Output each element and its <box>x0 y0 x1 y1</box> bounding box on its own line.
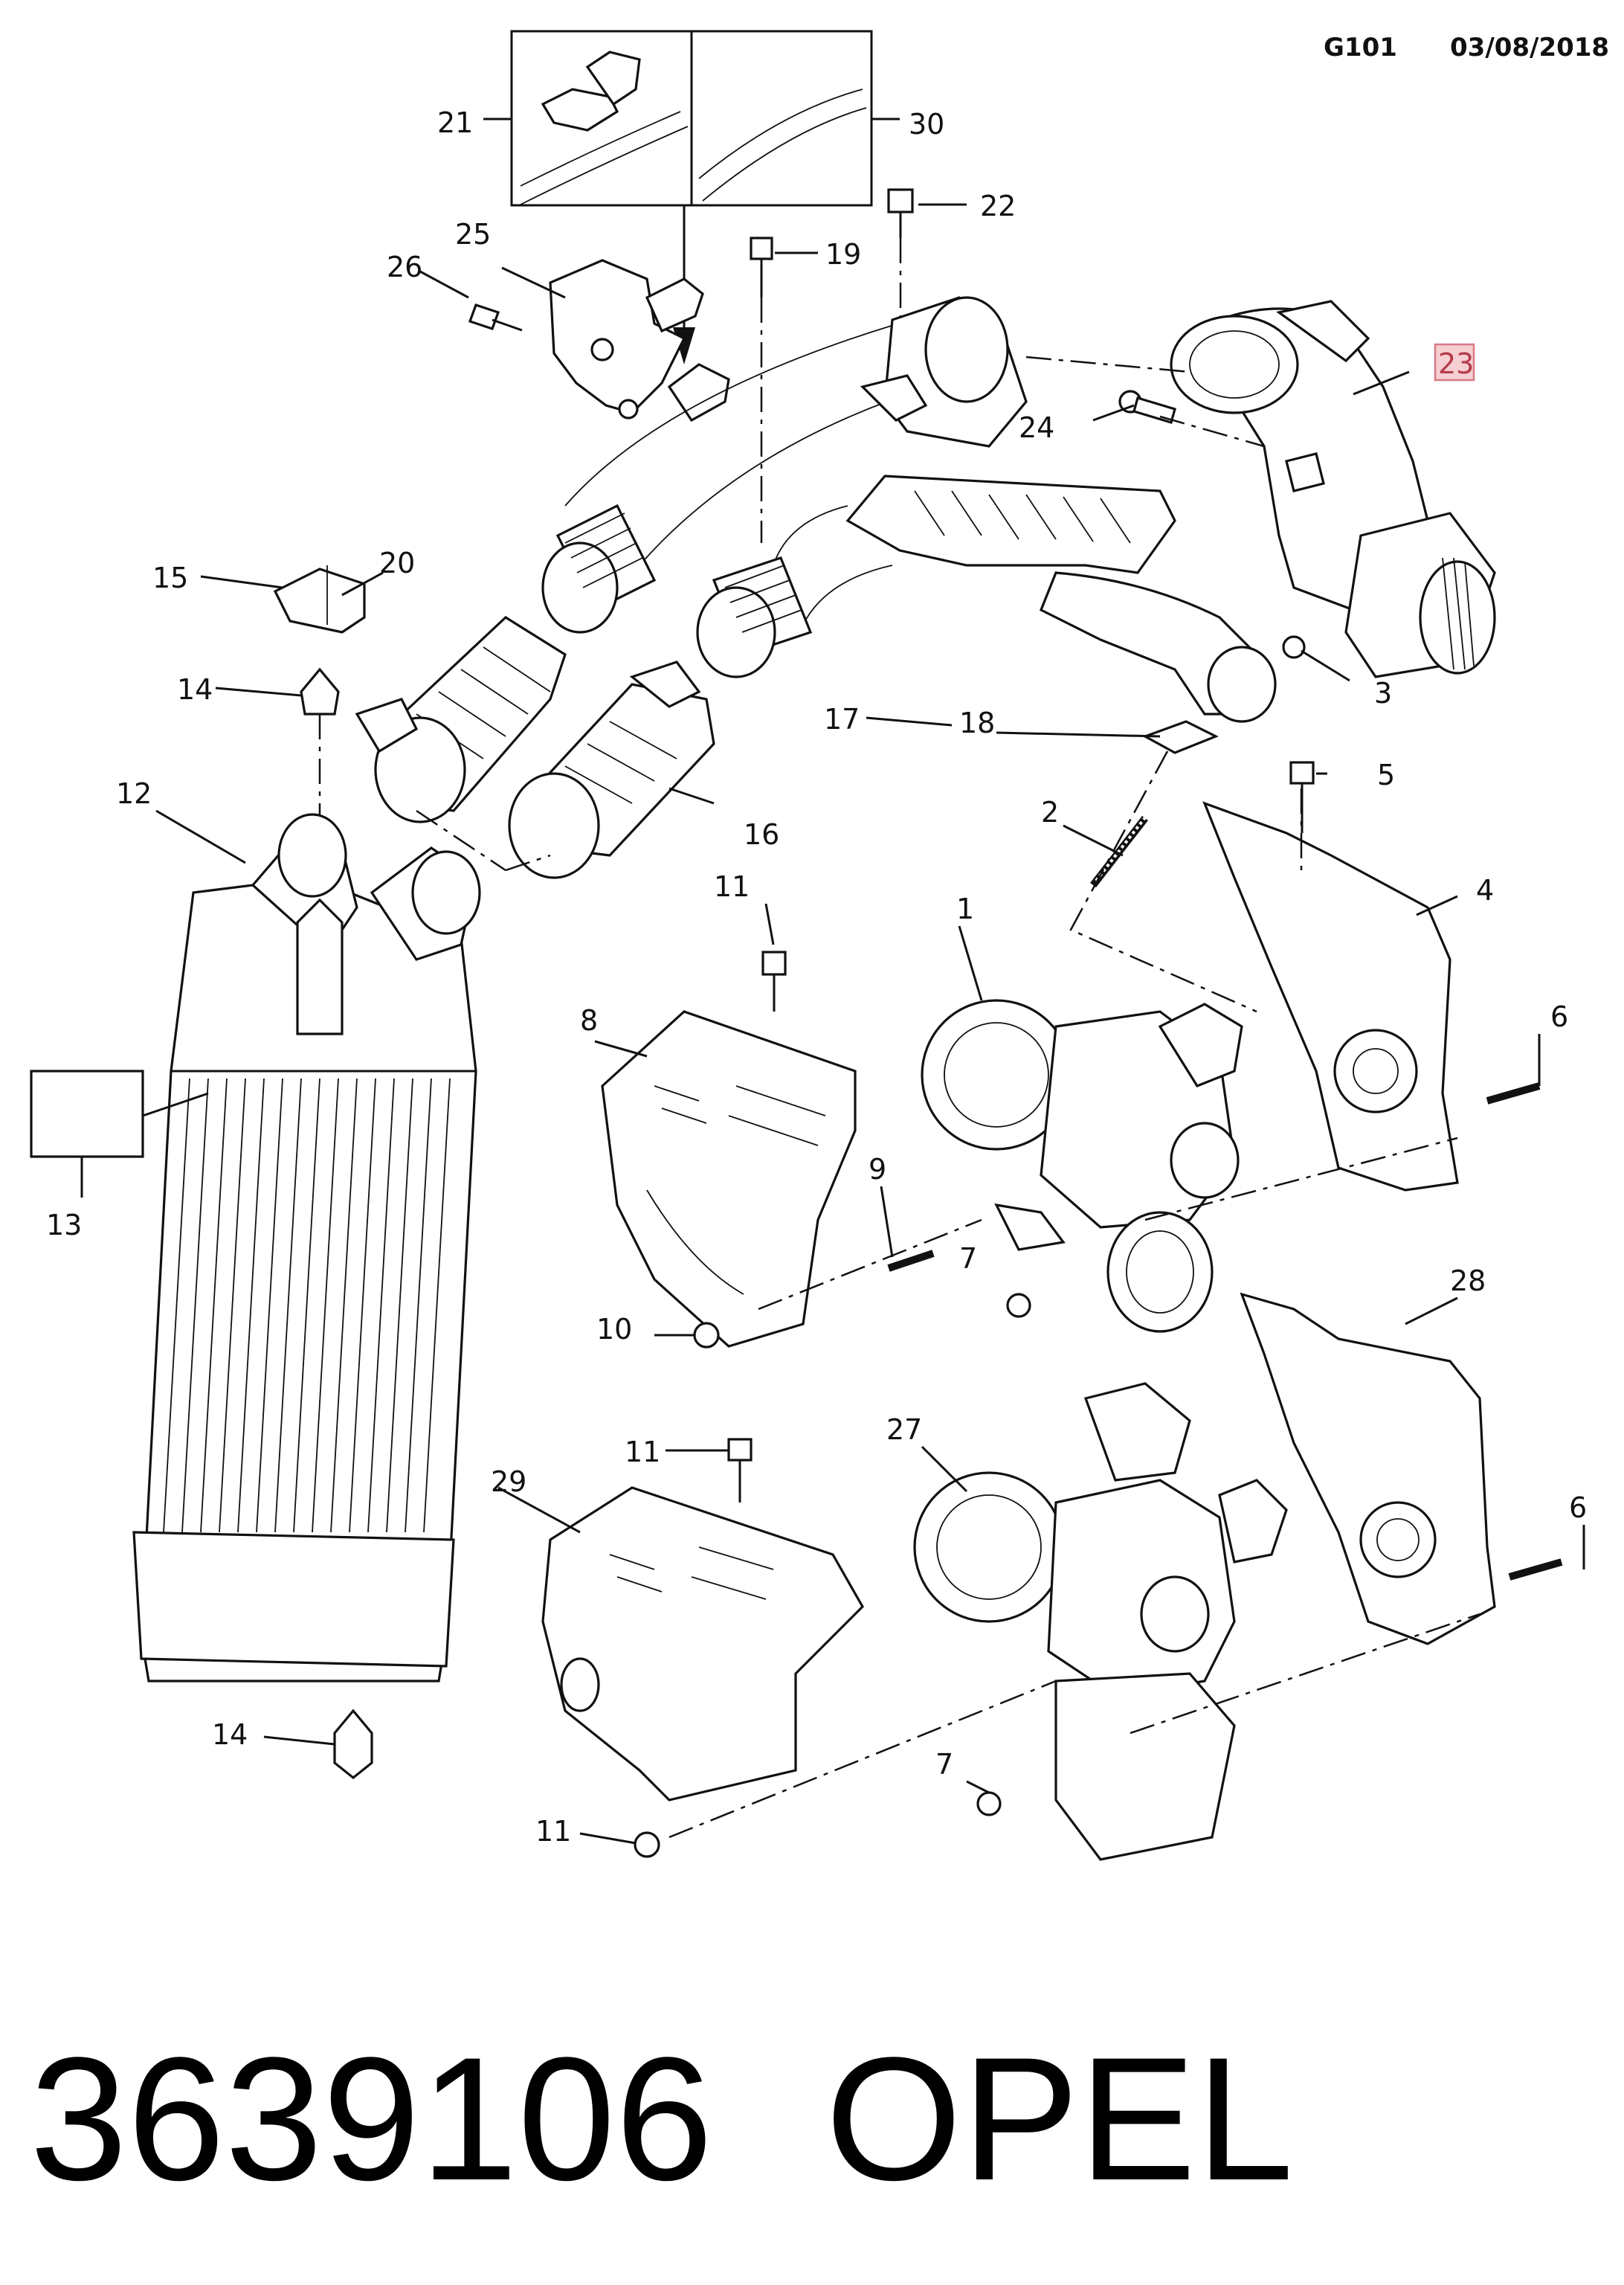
callout-14-lower: 14 <box>212 1718 248 1751</box>
callout-13: 13 <box>46 1209 82 1241</box>
callout-26: 26 <box>387 251 422 283</box>
part-17-charge-pipe <box>696 475 1277 723</box>
stud-9 <box>887 1250 935 1272</box>
header-date: 03/08/2018 <box>1450 33 1609 62</box>
leader-lines <box>80 203 1585 1845</box>
callout-17: 17 <box>824 703 860 736</box>
hose-20 <box>355 615 567 823</box>
footer-part-number: 3639106 <box>30 2021 713 2217</box>
callout-25: 25 <box>455 218 491 251</box>
callout-18: 18 <box>959 707 995 739</box>
bolt-19 <box>750 237 773 543</box>
part-25-pressure-sensor <box>549 259 704 420</box>
clip-21 <box>667 363 730 422</box>
footer-brand: OPEL <box>825 2021 1294 2217</box>
callout-22: 22 <box>980 190 1016 222</box>
callout-28: 28 <box>1450 1264 1486 1297</box>
callout-7-upper: 7 <box>959 1242 977 1275</box>
part-30-pipe <box>541 296 1028 634</box>
bolt-11-lower <box>634 1831 660 1858</box>
callout-29: 29 <box>491 1465 526 1498</box>
stud-6-upper <box>1486 1082 1541 1105</box>
bolt-26 <box>468 303 523 332</box>
label-plate-13 <box>30 1070 144 1158</box>
callout-11-middle: 11 <box>625 1436 660 1468</box>
part-1-turbocharger <box>921 999 1243 1333</box>
highlight-box-23 <box>1434 343 1475 382</box>
callout-7-lower: 7 <box>935 1748 953 1781</box>
grommet-14-upper <box>300 667 340 907</box>
callout-20: 20 <box>379 547 415 579</box>
part-4-heat-shield <box>1202 801 1459 1192</box>
header-code: G101 <box>1324 33 1397 62</box>
callout-24: 24 <box>1019 411 1054 444</box>
nut-7-upper <box>1006 1293 1031 1318</box>
part-8-heat-shield <box>601 1010 857 1348</box>
part-12-intercooler <box>132 813 481 1683</box>
callout-5: 5 <box>1377 759 1395 791</box>
assembly-lines <box>416 356 1480 1839</box>
bolt-24 <box>1118 390 1176 425</box>
callout-11-lower: 11 <box>535 1815 571 1848</box>
callout-30: 30 <box>909 108 944 141</box>
callout-16: 16 <box>744 818 779 851</box>
callout-2: 2 <box>1041 796 1059 829</box>
bolt-11-middle <box>727 1438 753 1503</box>
stud-6-lower <box>1508 1558 1563 1581</box>
callout-9: 9 <box>869 1153 886 1186</box>
callout-23: 23 <box>1438 347 1474 380</box>
callout-15: 15 <box>152 562 188 594</box>
callout-10: 10 <box>596 1313 632 1346</box>
callout-14-upper: 14 <box>177 673 213 706</box>
bolt-3 <box>1282 635 1306 659</box>
callout-6-lower: 6 <box>1569 1491 1587 1524</box>
part-29-heat-shield <box>541 1486 864 1802</box>
callout-11-upper: 11 <box>714 870 750 903</box>
nut-10 <box>693 1322 720 1349</box>
part-28-heat-shield <box>1240 1292 1496 1645</box>
part-27-turbocharger <box>913 1382 1288 1861</box>
callout-1: 1 <box>956 893 974 925</box>
grommet-14-lower <box>333 1709 373 1780</box>
callout-27: 27 <box>886 1413 922 1446</box>
nut-7-lower <box>976 1791 1002 1816</box>
hose-16 <box>508 661 715 879</box>
callout-6-upper: 6 <box>1550 1000 1568 1033</box>
callout-12: 12 <box>116 777 152 810</box>
callout-8: 8 <box>580 1004 598 1037</box>
callout-19: 19 <box>825 238 861 271</box>
callout-3: 3 <box>1374 677 1392 710</box>
gasket-18 <box>1142 720 1219 754</box>
clip-15 <box>273 565 366 634</box>
part-23-intake-elbow <box>1170 300 1496 678</box>
bolt-11-upper <box>761 951 787 1012</box>
callout-21: 21 <box>437 106 473 139</box>
callout-4: 4 <box>1476 874 1494 907</box>
